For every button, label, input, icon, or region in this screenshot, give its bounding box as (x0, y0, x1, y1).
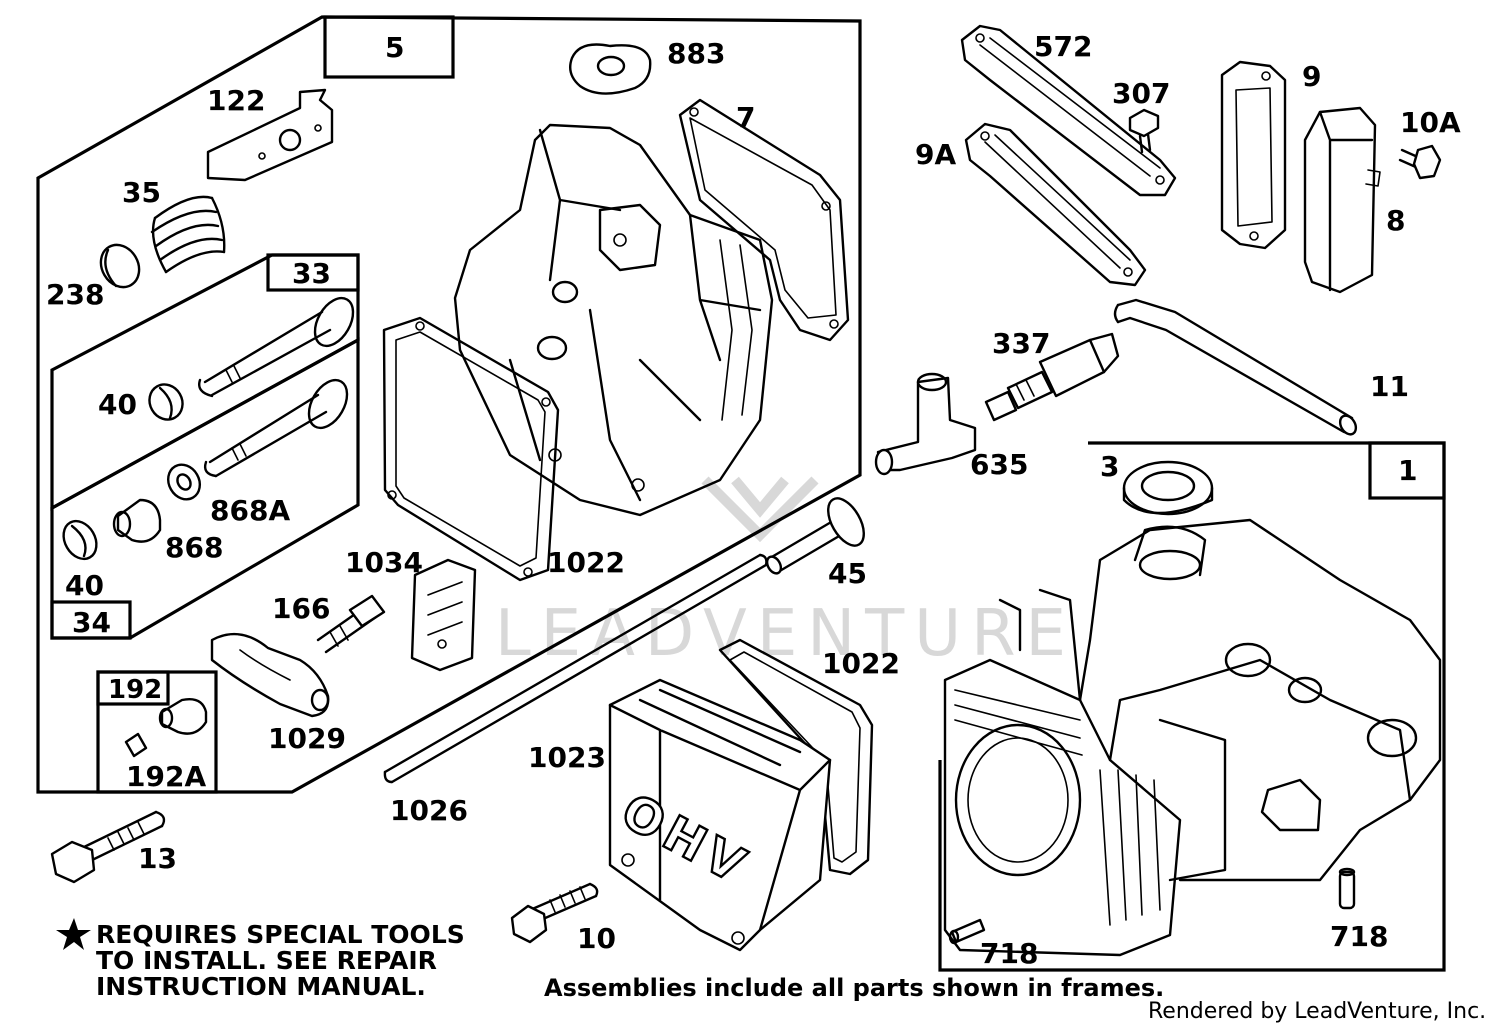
frame-192-label-box (96, 670, 170, 706)
callout-122: 122 (207, 84, 265, 117)
part-718-dowel-right (1338, 867, 1356, 910)
part-40-keeper-bottom (62, 519, 98, 561)
part-307-screw (1128, 108, 1160, 154)
callout-8: 8 (1386, 204, 1405, 237)
callout-10A: 10A (1400, 106, 1461, 139)
frame-34-label-box (50, 600, 132, 640)
part-1022-rocker-gasket (382, 316, 560, 582)
callout-718-left: 718 (980, 937, 1038, 970)
callout-5: 5 (385, 31, 404, 64)
callout-33: 33 (292, 257, 331, 290)
part-192A-setscrew (124, 732, 148, 758)
part-valve-exhaust (203, 378, 349, 478)
part-166-stud (316, 594, 386, 654)
callout-883: 883 (667, 37, 725, 70)
part-35-valve-spring (150, 195, 226, 274)
part-3-oil-seal (1122, 460, 1214, 516)
callout-40-bottom: 40 (65, 569, 104, 602)
watermark: LEADVENTURE (495, 476, 1076, 671)
part-10A-screw (1398, 144, 1442, 180)
frame-5 (36, 15, 862, 794)
callout-572: 572 (1034, 30, 1092, 63)
part-718-dowel-left (948, 918, 986, 945)
part-883-intake-gasket (569, 43, 652, 95)
frame-33-label-box (266, 253, 360, 292)
part-33-valve (198, 296, 355, 398)
part-1034-plate (410, 558, 477, 672)
callout-307: 307 (1112, 77, 1170, 110)
rendered-by-credit: Rendered by LeadVenture, Inc. (1148, 999, 1486, 1024)
callout-868A: 868A (210, 494, 290, 527)
callout-35: 35 (122, 176, 161, 209)
callout-10: 10 (577, 922, 616, 955)
callout-1022-lower: 1022 (822, 647, 900, 680)
part-9A-gasket (964, 122, 1147, 287)
part-635-fitting (874, 372, 977, 476)
callout-337: 337 (992, 327, 1050, 360)
callout-labels: 5 883 7 122 35 238 33 40 868A 868 40 34 … (46, 30, 1461, 970)
callout-192A: 192A (126, 760, 206, 793)
callout-166: 166 (272, 592, 330, 625)
callout-11: 11 (1370, 370, 1409, 403)
part-45-tube (765, 497, 865, 575)
callout-45: 45 (828, 557, 867, 590)
part-1-cylinder-block (943, 518, 1442, 957)
callout-1023: 1023 (528, 741, 606, 774)
part-122-insulator (206, 88, 334, 182)
callout-868: 868 (165, 531, 223, 564)
note-line-2: TO INSTALL. SEE REPAIR (96, 946, 437, 975)
part-13-bolt (50, 810, 166, 884)
callout-192: 192 (108, 675, 162, 705)
frame-5-label-box (323, 15, 455, 79)
callout-1: 1 (1398, 454, 1417, 487)
part-cylinder-head (453, 123, 774, 517)
note-line-1: REQUIRES SPECIAL TOOLS (96, 920, 465, 949)
part-7-head-gasket (678, 98, 850, 342)
part-238-cap (99, 243, 141, 289)
part-572-gasket (960, 24, 1177, 197)
note-line-3: INSTRUCTION MANUAL. (96, 972, 426, 1001)
callout-9A: 9A (915, 138, 956, 171)
frame-1 (938, 441, 1446, 972)
callout-1029: 1029 (268, 722, 346, 755)
part-337-spark-plug (984, 332, 1120, 422)
special-tools-note: REQUIRES SPECIAL TOOLS TO INSTALL. SEE R… (56, 918, 465, 1001)
callout-40-top: 40 (98, 388, 137, 421)
assemblies-note: Assemblies include all parts shown in fr… (544, 974, 1164, 1002)
part-10-bolt (510, 882, 599, 944)
part-8-breather-cover (1303, 106, 1381, 294)
part-868-seal (112, 498, 162, 543)
callout-238: 238 (46, 278, 104, 311)
callout-7: 7 (736, 101, 755, 134)
part-11-breather-tube (1113, 298, 1358, 436)
callout-34: 34 (72, 606, 111, 639)
part-9-breather-gasket (1220, 60, 1287, 250)
watermark-logo-icon (701, 476, 819, 543)
part-40-keeper-top (148, 383, 184, 421)
watermark-text: LEADVENTURE (495, 597, 1076, 671)
callout-13: 13 (138, 842, 177, 875)
frame-33 (50, 253, 360, 511)
callout-1022-upper: 1022 (547, 546, 625, 579)
star-icon (56, 918, 91, 950)
callout-635: 635 (970, 448, 1028, 481)
callout-718-right: 718 (1330, 920, 1388, 953)
part-192-ball-stud (158, 698, 208, 735)
frame-1-label-box (1368, 441, 1446, 500)
callout-1026: 1026 (390, 794, 468, 827)
part-868A-washer (166, 463, 202, 501)
part-1023-valve-cover: OHV (608, 678, 832, 952)
callout-9: 9 (1302, 60, 1321, 93)
callout-3: 3 (1100, 450, 1119, 483)
callout-1034: 1034 (345, 546, 423, 579)
part-1029-rocker-arm (210, 632, 330, 718)
